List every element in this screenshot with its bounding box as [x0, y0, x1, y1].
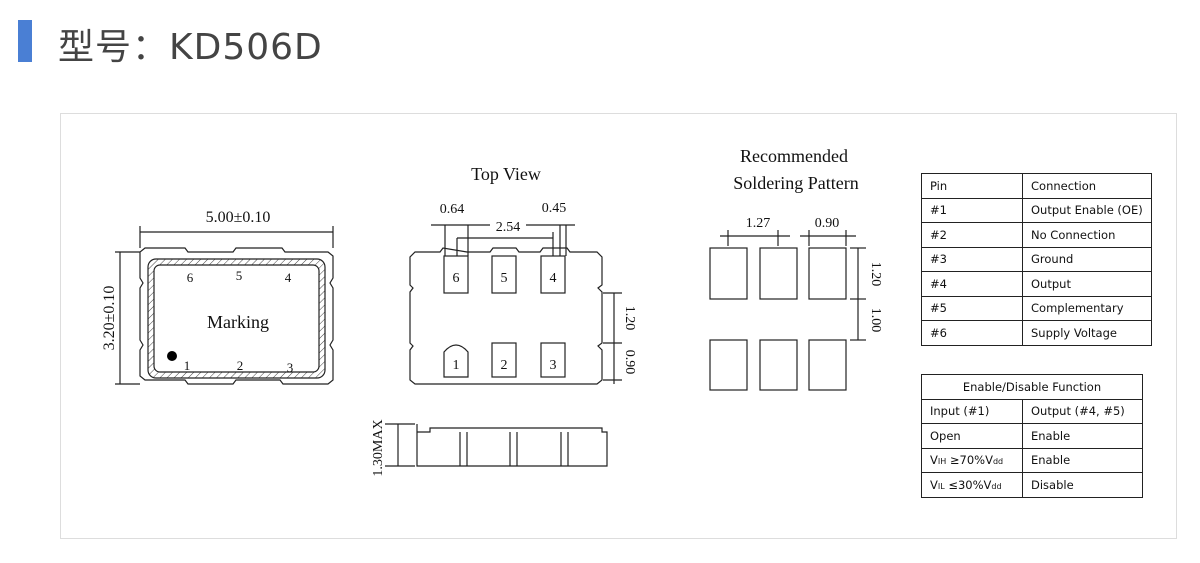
height-dimension: 3.20±0.10	[101, 286, 118, 351]
pin-label: 1	[453, 358, 460, 373]
table-cell: VIH ≥70%Vdd	[921, 447, 1023, 473]
pin-label: 6	[187, 270, 194, 285]
enable-disable-table: Enable/Disable Function Input (#1)Output…	[921, 374, 1143, 498]
table-cell: #1	[921, 197, 1023, 223]
table-title: Enable/Disable Function	[921, 374, 1143, 400]
side-height-label: 1.30MAX	[371, 419, 386, 476]
pin-label: 3	[287, 360, 294, 375]
dimension-label: 0.90	[815, 216, 840, 231]
table-cell: No Connection	[1022, 222, 1152, 248]
table-header-row: Input (#1)Output (#4, #5)	[921, 398, 1143, 424]
table-cell: VIL ≤30%Vdd	[921, 472, 1023, 498]
soldering-pattern	[709, 230, 866, 391]
pin-label: 5	[501, 271, 508, 286]
pin-label: 3	[550, 358, 557, 373]
table-cell: Complementary	[1022, 295, 1152, 321]
table-header: Output (#4, #5)	[1022, 398, 1143, 424]
dimension-label: 1.00	[868, 308, 883, 333]
vil-sub: IL	[937, 481, 945, 491]
pin-label: 6	[453, 271, 460, 286]
table-cell: #2	[921, 222, 1023, 248]
pin-label: 2	[237, 358, 244, 373]
pin-label: 1	[184, 358, 191, 373]
pin-label: 5	[236, 268, 243, 283]
table-cell: #4	[921, 271, 1023, 297]
vil-rest: ≤30%V	[944, 477, 992, 492]
vih-rest: ≥70%V	[946, 453, 993, 468]
table-title-row: Enable/Disable Function	[921, 374, 1143, 400]
table-header: Input (#1)	[921, 398, 1023, 424]
pin-label: 4	[550, 271, 557, 286]
dimension-label: 1.20	[622, 306, 637, 331]
marking-label: Marking	[207, 312, 269, 332]
pin-label: 4	[285, 270, 292, 285]
table-cell: #5	[921, 295, 1023, 321]
vih-sub: IH	[937, 457, 947, 467]
dimension-label: 2.54	[496, 220, 521, 235]
table-header: Connection	[1022, 173, 1152, 199]
table-cell: Ground	[1022, 246, 1152, 272]
top-view	[385, 224, 622, 467]
vih-v: V	[930, 453, 938, 468]
table-cell: #3	[921, 246, 1023, 272]
top-view-title: Top View	[471, 164, 541, 184]
title-accent-bar	[18, 20, 32, 62]
dimension-label: 0.45	[542, 201, 567, 216]
vdd-sub: dd	[991, 481, 1002, 491]
table-cell: Disable	[1022, 472, 1143, 498]
marking-view	[115, 226, 334, 385]
pin-label: 2	[501, 358, 508, 373]
vdd-sub: dd	[992, 457, 1004, 467]
width-dimension: 5.00±0.10	[206, 209, 271, 226]
dimension-label: 0.64	[440, 202, 465, 217]
table-header: Pin	[921, 173, 1023, 199]
dimension-label: 1.27	[746, 216, 771, 231]
table-cell: Enable	[1022, 423, 1143, 449]
table-cell: Supply Voltage	[1022, 320, 1152, 346]
table-cell: Output Enable (OE)	[1022, 197, 1152, 223]
dimension-label: 1.20	[868, 262, 883, 287]
vil-v: V	[930, 477, 938, 492]
diagram-frame	[60, 113, 1177, 539]
dimension-label: 0.90	[622, 350, 637, 375]
table-cell: #6	[921, 320, 1023, 346]
table-cell: Output	[1022, 271, 1152, 297]
solder-title-line2: Soldering Pattern	[733, 173, 858, 193]
solder-title-line1: Recommended	[740, 146, 848, 166]
table-cell: Enable	[1022, 447, 1143, 473]
page-title: 型号：KD506D	[58, 27, 323, 68]
table-cell: Open	[921, 423, 1023, 449]
